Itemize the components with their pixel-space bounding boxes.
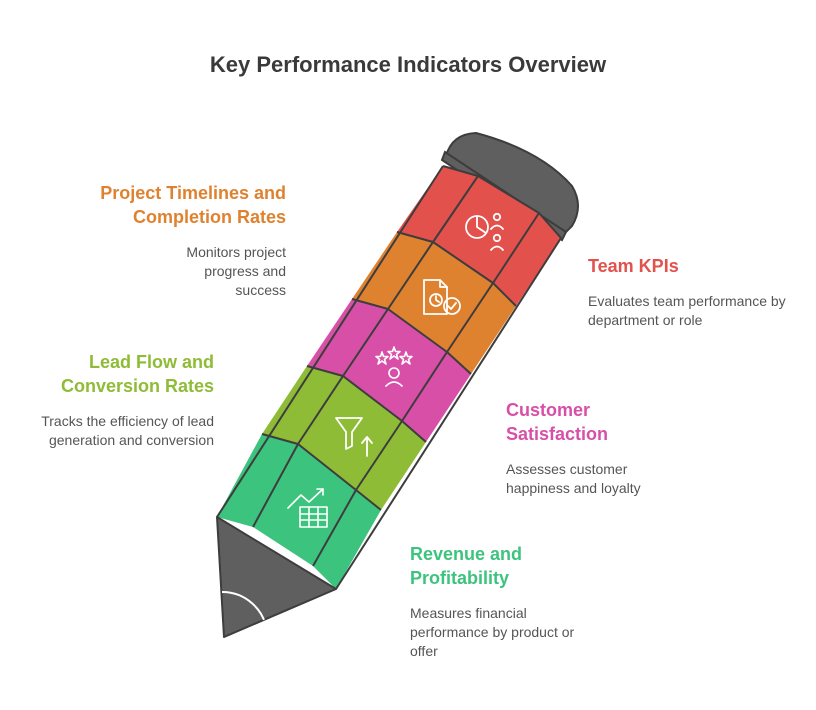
- segment-revenue-right: [313, 490, 381, 589]
- project-timelines-heading: Project Timelines and Completion Rates: [100, 183, 286, 227]
- revenue-heading: Revenue and Profitability: [410, 544, 523, 588]
- segment-lead-flow-left: [262, 366, 343, 444]
- pencil-eraser: [444, 131, 579, 234]
- project-timelines-description: Monitors project progress and success: [186, 244, 286, 298]
- pencil-tip: [216, 516, 337, 638]
- team-kpis-heading: Team KPIs: [588, 256, 679, 276]
- segment-project-timelines-left: [352, 232, 433, 309]
- lead-flow-heading: Lead Flow and Conversion Rates: [60, 352, 214, 396]
- segment-lead-flow-mid: [298, 376, 402, 490]
- funnel-arrow-icon: [335, 417, 373, 457]
- team-kpis-block: Team KPIs Evaluates team performance by …: [588, 254, 788, 330]
- revenue-block: Revenue and Profitability Measures finan…: [410, 542, 600, 661]
- stars-rating-icon: [375, 346, 413, 387]
- chart-table-icon: [287, 488, 328, 528]
- project-timelines-block: Project Timelines and Completion Rates M…: [100, 181, 286, 300]
- segment-revenue-left: [217, 434, 298, 527]
- lead-flow-block: Lead Flow and Conversion Rates Tracks th…: [20, 350, 214, 450]
- revenue-description: Measures financial performance by produc…: [410, 605, 575, 659]
- segment-team-kpis-left: [397, 166, 478, 242]
- segment-customer-satisfaction-right: [402, 352, 471, 442]
- diagram-title: Key Performance Indicators Overview: [209, 52, 607, 77]
- segment-team-kpis: [397, 166, 561, 306]
- team-kpis-description: Evaluates team performance by department…: [588, 293, 786, 328]
- segment-lead-flow-right: [356, 421, 426, 510]
- document-clock-check-icon: [423, 279, 461, 315]
- segment-lead-flow: [262, 366, 426, 510]
- segment-team-kpis-mid: [433, 176, 539, 283]
- segment-customer-satisfaction-mid: [343, 309, 447, 421]
- customer-satisfaction-heading: Customer Satisfaction: [506, 400, 609, 444]
- customer-satisfaction-block: Customer Satisfaction Assesses customer …: [506, 398, 666, 498]
- segment-project-timelines-right: [447, 283, 516, 374]
- customer-satisfaction-description: Assesses customer happiness and loyalty: [506, 461, 641, 496]
- segment-customer-satisfaction-left: [307, 299, 388, 376]
- segment-customer-satisfaction: [307, 299, 471, 442]
- segment-team-kpis-right: [493, 213, 561, 306]
- pie-chart-people-icon: [465, 212, 504, 251]
- pencil-seams: [216, 165, 562, 590]
- lead-flow-description: Tracks the efficiency of lead generation…: [41, 413, 214, 448]
